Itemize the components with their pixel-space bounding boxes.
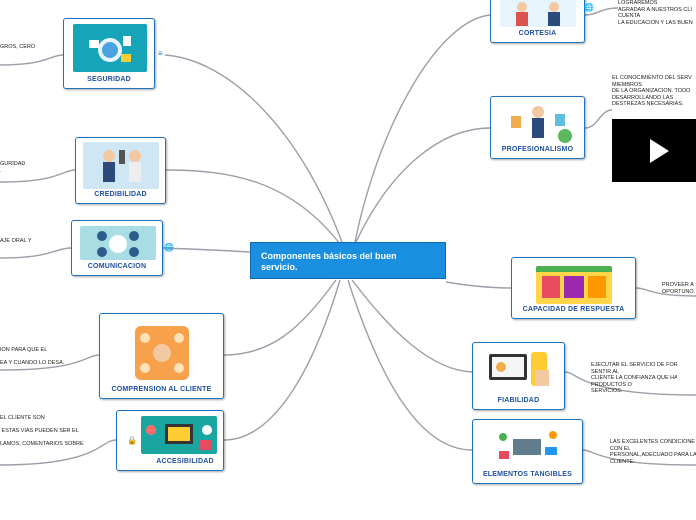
branch-fiabilidad [351, 279, 473, 373]
note-line-accesibilidad [0, 439, 117, 466]
note-line-fiabilidad [564, 371, 696, 396]
note-profesionalismo: EL CONOCIMIENTO DEL SERV MIEMBROS DE LA … [612, 75, 692, 108]
note-comunicacion: AJE ORAL Y [0, 238, 32, 244]
note-line-tangibles [582, 449, 696, 466]
branch-accesibilidad [223, 279, 341, 441]
note-capacidad: PROVEER A OPORTUNO. [662, 282, 696, 295]
branch-comprension [223, 279, 337, 356]
node-profesionalismo[interactable]: PROFESIONALISMO [490, 96, 585, 159]
lock-icon: 🔒 [127, 436, 137, 445]
capacidad-image [536, 266, 612, 304]
note-accesibilidad: EL CLIENTE SON ESTAS VIAS PUEDEN SER EL … [0, 415, 84, 448]
branch-profesionalismo [355, 127, 491, 243]
node-capacidad[interactable]: CAPACIDAD DE RESPUESTA [511, 257, 636, 319]
note-line-cortesia [584, 7, 619, 16]
branch-comunicacion [162, 247, 251, 253]
cortesia-image [500, 0, 576, 27]
note-line-profesionalismo [584, 109, 613, 129]
branch-credibilidad [165, 169, 341, 245]
node-tangibles[interactable]: ELEMENTOS TANGIBLES [472, 419, 583, 484]
node-cortesia[interactable]: CORTESIA [490, 0, 585, 43]
branch-seguridad [164, 54, 343, 243]
accesibilidad-label: ACCESIBILIDAD [156, 458, 214, 465]
note-tangibles: LAS EXCELENTES CONDICIONE CON EL PERSONA… [610, 439, 696, 465]
note-line-seguridad [0, 54, 64, 66]
note-line-comunicacion [0, 247, 72, 259]
note-line-credibilidad [0, 169, 76, 183]
central-topic[interactable]: Componentes básicos del buen servicio. [250, 242, 446, 279]
note-fiabilidad: EJECUTAR EL SERVICIO DE FORMA SE SENTIR … [591, 362, 677, 395]
branch-capacidad [445, 281, 512, 289]
profesionalismo-label: PROFESIONALISMO [501, 146, 574, 153]
comprension-label: COMPRENSION AL CLIENTE [111, 386, 212, 393]
comunicacion-label: COMUNICACION [87, 263, 147, 270]
tangibles-label: ELEMENTOS TANGIBLES [482, 471, 573, 478]
globe-icon[interactable]: 🌐 [584, 3, 594, 12]
note-seguridad: GROS, CERO [0, 44, 36, 50]
note-cortesia: LOGRAREMOS AGRADAR A NUESTROS CLI CUENTA… [618, 0, 693, 26]
note-line-capacidad [635, 287, 696, 297]
node-fiabilidad[interactable]: FIABILIDAD [472, 342, 565, 410]
comunicacion-image [80, 226, 156, 260]
node-credibilidad[interactable]: CREDIBILIDAD [75, 137, 166, 204]
note-icon[interactable]: ≡ [158, 49, 163, 58]
comprension-image [129, 322, 195, 384]
note-credibilidad: GURIDAD . [0, 161, 26, 174]
credibilidad-image [83, 142, 159, 189]
seguridad-image [73, 24, 147, 72]
note-comprension: ION PARA QUE EL EA Y CUANDO LO DESA. [0, 347, 65, 367]
capacidad-label: CAPACIDAD DE RESPUESTA [522, 306, 625, 313]
fiabilidad-label: FIABILIDAD [497, 397, 540, 404]
globe-icon[interactable]: 🌐 [164, 243, 174, 252]
node-accesibilidad[interactable]: ACCESIBILIDAD [116, 410, 224, 471]
cortesia-label: CORTESIA [518, 30, 557, 37]
node-comprension[interactable]: COMPRENSION AL CLIENTE [99, 313, 224, 399]
seguridad-label: SEGURIDAD [87, 76, 131, 83]
accesibilidad-image [141, 416, 217, 454]
node-seguridad[interactable]: SEGURIDAD [63, 18, 155, 89]
branch-tangibles [347, 279, 473, 451]
profesionalismo-image [501, 102, 575, 144]
fiabilidad-image [483, 348, 555, 392]
credibilidad-label: CREDIBILIDAD [94, 191, 147, 198]
central-title: Componentes básicos del buen servicio. [261, 251, 397, 272]
tangibles-image [491, 425, 567, 465]
branch-cortesia [354, 14, 491, 243]
video-thumbnail[interactable] [612, 119, 696, 182]
node-comunicacion[interactable]: COMUNICACION [71, 220, 163, 276]
note-line-comprension [0, 354, 100, 371]
play-icon[interactable] [612, 119, 696, 182]
